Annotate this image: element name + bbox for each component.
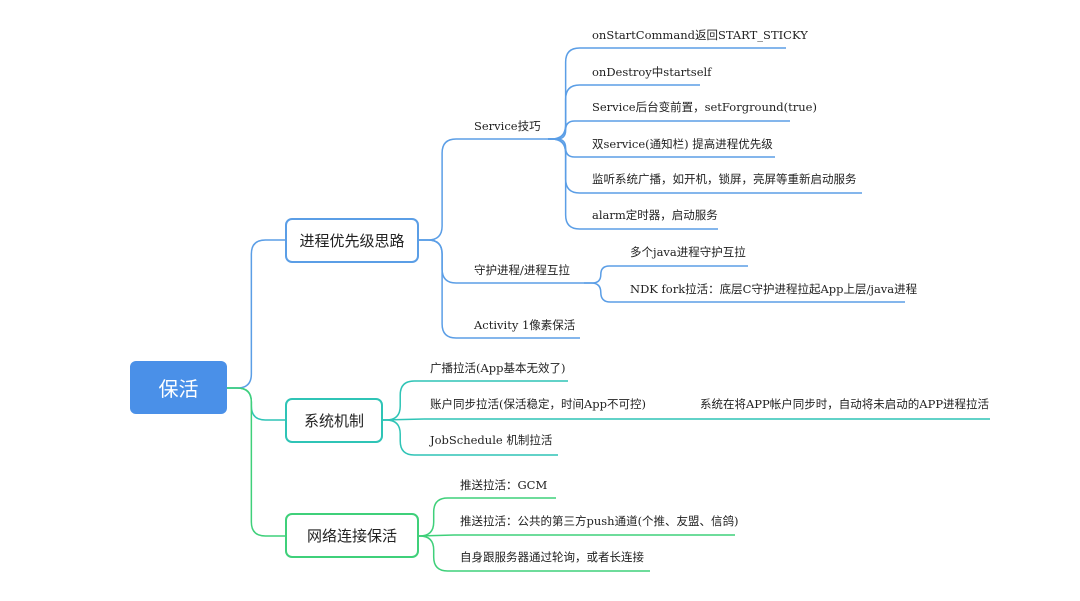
edge-system-jobschedule (383, 419, 424, 456)
edge-service-leaf-2 (548, 120, 590, 140)
topic-daemon-process[interactable]: 守护进程/进程互拉 (474, 263, 570, 277)
leaf-java-daemon[interactable]: 多个java进程守护互拉 (630, 245, 746, 259)
leaf-dual-service[interactable]: 双service(通知栏) 提高进程优先级 (592, 137, 773, 151)
edge-service-leaf-4 (548, 138, 590, 194)
branch-system-mechanism[interactable]: 系统机制 (285, 398, 383, 443)
branch-process-priority[interactable]: 进程优先级思路 (285, 218, 419, 263)
edge-service-leaf-5 (548, 138, 590, 230)
leaf-service-foreground[interactable]: Service后台变前置，setForground(true) (592, 100, 817, 114)
topic-broadcast-revive[interactable]: 广播拉活(App基本无效了) (430, 361, 566, 375)
edge-network-polling (419, 535, 454, 572)
edge-system-broadcast (383, 380, 424, 421)
edge-daemon-leaf-1 (584, 282, 624, 303)
edge-service-leaf-0 (548, 47, 590, 140)
edge-root-priority (227, 239, 285, 389)
leaf-ondestroy-startself[interactable]: onDestroy中startself (592, 65, 712, 79)
topic-activity-1px[interactable]: Activity 1像素保活 (474, 318, 576, 332)
topic-push-third-party[interactable]: 推送拉活：公共的第三方push通道(个推、友盟、信鸽) (460, 514, 739, 528)
leaf-account-sync-detail[interactable]: 系统在将APP帐户同步时，自动将未启动的APP进程拉活 (700, 397, 990, 411)
branch-network-keepalive[interactable]: 网络连接保活 (285, 513, 419, 558)
leaf-listen-broadcast[interactable]: 监听系统广播，如开机，锁屏，亮屏等重新启动服务 (592, 172, 857, 186)
edge-service-leaf-1 (548, 84, 590, 140)
edge-root-system (227, 387, 285, 421)
topic-jobschedule[interactable]: JobSchedule 机制拉活 (430, 433, 553, 447)
edge-priority-activity (419, 239, 474, 339)
topic-push-gcm[interactable]: 推送拉活：GCM (460, 478, 548, 492)
leaf-ndk-fork[interactable]: NDK fork拉活：底层C守护进程拉起App上层/java进程 (630, 282, 918, 296)
edge-root-network (227, 387, 285, 537)
edge-priority-service (419, 138, 474, 241)
edge-service-leaf-3 (548, 138, 590, 158)
topic-account-sync[interactable]: 账户同步拉活(保活稳定，时间App不可控) (430, 397, 646, 411)
leaf-alarm-timer[interactable]: alarm定时器，启动服务 (592, 208, 718, 222)
topic-service-tricks[interactable]: Service技巧 (474, 119, 541, 133)
edge-daemon-leaf-0 (584, 265, 624, 284)
edge-priority-daemon (419, 239, 474, 284)
leaf-start-sticky[interactable]: onStartCommand返回START_STICKY (592, 28, 808, 42)
root-node[interactable]: 保活 (130, 361, 227, 414)
edge-network-gcm (419, 497, 454, 537)
topic-polling-long-connection[interactable]: 自身跟服务器通过轮询，或者长连接 (460, 550, 644, 564)
